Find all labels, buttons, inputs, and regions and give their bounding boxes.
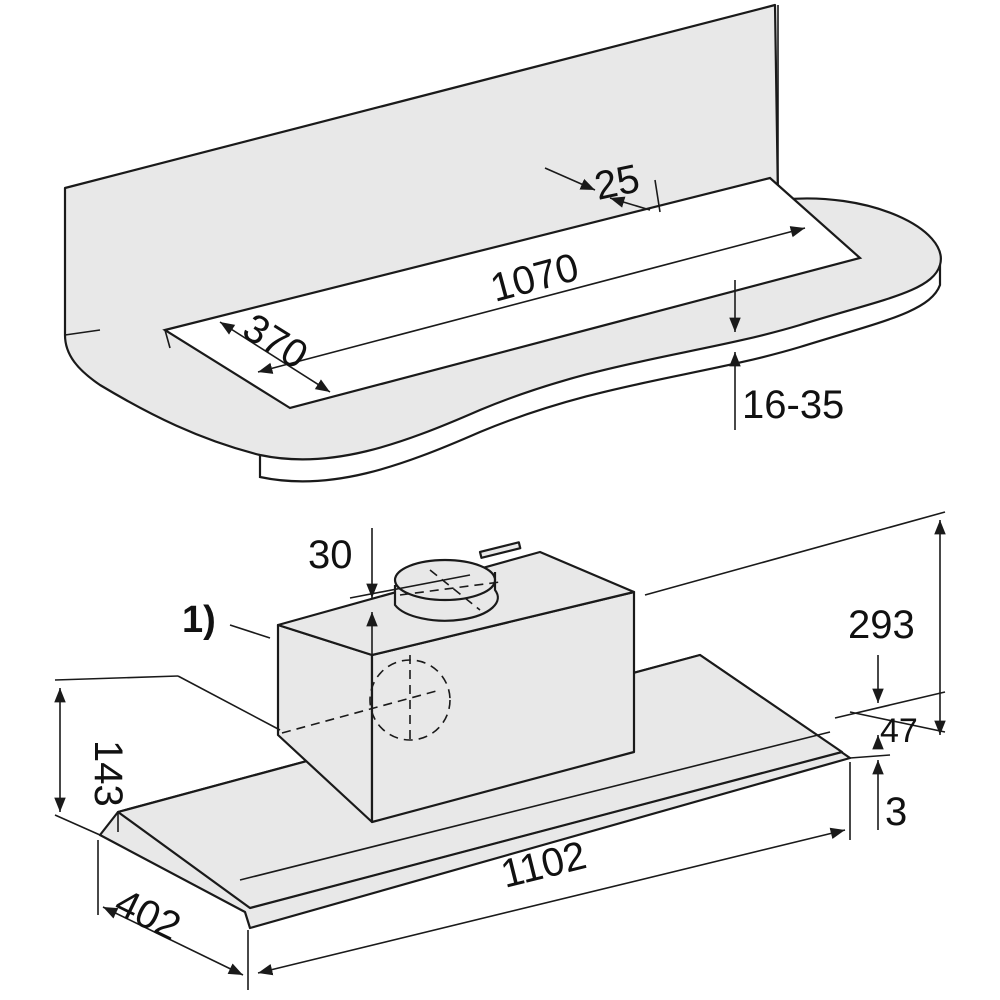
appliance-drawing: 30 1) 293 47 3 143 1102 402 <box>54 511 946 990</box>
dim-depth-label: 402 <box>108 881 187 950</box>
dim-total-height-label: 293 <box>848 603 915 647</box>
dim-panel-thickness-label: 16-35 <box>742 383 844 427</box>
cabinet-cutout-drawing: 25 1070 370 16-35 <box>63 3 942 483</box>
panel-front-edge <box>258 265 942 483</box>
dim-base-height-label: 47 <box>880 712 918 750</box>
dim-offset-label: 25 <box>591 157 644 209</box>
dim-side-height-label: 143 <box>86 740 130 807</box>
dim-lip-label: 3 <box>885 790 907 834</box>
note-marker: 1) <box>182 599 216 641</box>
dim-duct-offset-label: 30 <box>308 533 353 577</box>
